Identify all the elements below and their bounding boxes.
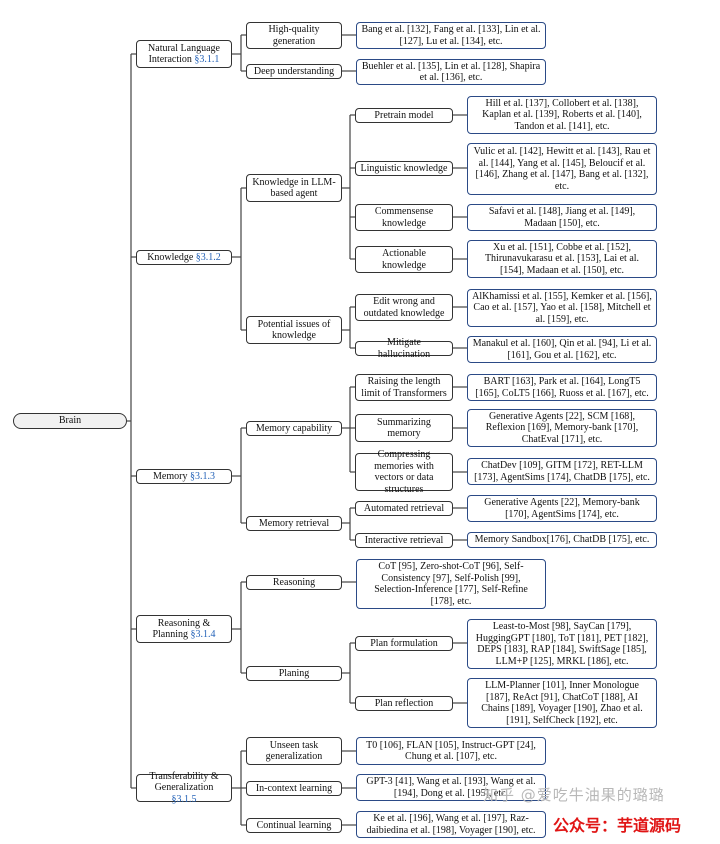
leaf-plan-reflection: LLM-Planner [101], Inner Monologue [187]… xyxy=(467,678,657,728)
leaf-actionable-knowledge: Xu et al. [151], Cobbe et al. [152], Thi… xyxy=(467,240,657,278)
node-plan-reflection: Plan reflection xyxy=(355,696,453,711)
node-plan-formulation: Plan formulation xyxy=(355,636,453,651)
leaf-linguistic-knowledge: Vulic et al. [142], Hewitt et al. [143],… xyxy=(467,143,657,195)
leaf-pretrain-model: Hill et al. [137], Collobert et al. [138… xyxy=(467,96,657,134)
category-label: Transferability & Generalization §3.1.5 xyxy=(149,770,219,805)
node-interactive-retrieval: Interactive retrieval xyxy=(355,533,453,548)
category-memory: Memory §3.1.3 xyxy=(136,469,232,484)
leaf-edit-wrong-knowledge: AlKhamissi et al. [155], Kemker et al. [… xyxy=(467,289,657,327)
node-actionable-knowledge: Actionable knowledge xyxy=(355,246,453,273)
leaf-summarizing-memory: Generative Agents [22], SCM [168], Refle… xyxy=(467,409,657,447)
leaf-deep-understanding: Buehler et al. [135], Lin et al. [128], … xyxy=(356,59,546,85)
node-high-quality-generation: High-quality generation xyxy=(246,22,342,49)
node-memory-retrieval: Memory retrieval xyxy=(246,516,342,531)
node-linguistic-knowledge: Linguistic knowledge xyxy=(355,161,453,176)
node-unseen-task-generalization: Unseen task generalization xyxy=(246,737,342,765)
leaf-reasoning: CoT [95], Zero-shot-CoT [96], Self-Consi… xyxy=(356,559,546,609)
category-transferability-generalization: Transferability & Generalization §3.1.5 xyxy=(136,771,232,805)
category-label: Reasoning & Planning §3.1.4 xyxy=(152,617,216,641)
leaf-raising-length-limit: BART [163], Park et al. [164], LongT5 [1… xyxy=(467,374,657,401)
root-node-brain: Brain xyxy=(13,413,127,429)
leaf-continual-learning: Ke et al. [196], Wang et al. [197], Raz-… xyxy=(356,811,546,838)
node-automated-retrieval: Automated retrieval xyxy=(355,501,453,516)
node-continual-learning: Continual learning xyxy=(246,818,342,833)
leaf-compressing-memories: ChatDev [109], GITM [172], RET-LLM [173]… xyxy=(467,458,657,485)
leaf-mitigate-hallucination: Manakul et al. [160], Qin et al. [94], L… xyxy=(467,336,657,363)
node-in-context-learning: In-context learning xyxy=(246,781,342,796)
leaf-plan-formulation: Least-to-Most [98], SayCan [179], Huggin… xyxy=(467,619,657,669)
leaf-high-quality-generation: Bang et al. [132], Fang et al. [133], Li… xyxy=(356,22,546,49)
category-knowledge: Knowledge §3.1.2 xyxy=(136,250,232,265)
node-reasoning: Reasoning xyxy=(246,575,342,590)
leaf-in-context-learning: GPT-3 [41], Wang et al. [193], Wang et a… xyxy=(356,774,546,801)
node-planing: Planing xyxy=(246,666,342,681)
node-memory-capability: Memory capability xyxy=(246,421,342,436)
watermark-text: 知乎 @爱吃牛油果的璐璐 xyxy=(483,786,665,804)
leaf-commonsense-knowledge: Safavi et al. [148], Jiang et al. [149],… xyxy=(467,204,657,231)
leaf-automated-retrieval: Generative Agents [22], Memory-bank [170… xyxy=(467,495,657,522)
node-commonsense-knowledge: Commensense knowledge xyxy=(355,204,453,231)
category-label: Natural Language Interaction §3.1.1 xyxy=(148,42,220,66)
node-edit-wrong-knowledge: Edit wrong and outdated knowledge xyxy=(355,294,453,321)
category-label: Memory §3.1.3 xyxy=(153,470,215,482)
node-raising-length-limit: Raising the length limit of Transformers xyxy=(355,374,453,401)
leaf-unseen-task-generalization: T0 [106], FLAN [105], Instruct-GPT [24],… xyxy=(356,737,546,765)
node-potential-issues: Potential issues of knowledge xyxy=(246,316,342,344)
node-summarizing-memory: Summarizing memory xyxy=(355,414,453,442)
node-knowledge-in-llm-agent: Knowledge in LLM-based agent xyxy=(246,174,342,202)
category-label: Knowledge §3.1.2 xyxy=(147,251,221,263)
node-pretrain-model: Pretrain model xyxy=(355,108,453,123)
overlay-red-text: 公众号：芋道源码 xyxy=(553,816,682,835)
node-compressing-memories: Compressing memories with vectors or dat… xyxy=(355,449,453,495)
node-mitigate-hallucination: Mitigate hallucination xyxy=(355,337,453,360)
category-reasoning-planning: Reasoning & Planning §3.1.4 xyxy=(136,615,232,643)
root-label: Brain xyxy=(58,415,82,427)
node-deep-understanding: Deep understanding xyxy=(246,64,342,79)
category-natural-language-interaction: Natural Language Interaction §3.1.1 xyxy=(136,40,232,68)
leaf-interactive-retrieval: Memory Sandbox[176], ChatDB [175], etc. xyxy=(467,532,657,548)
